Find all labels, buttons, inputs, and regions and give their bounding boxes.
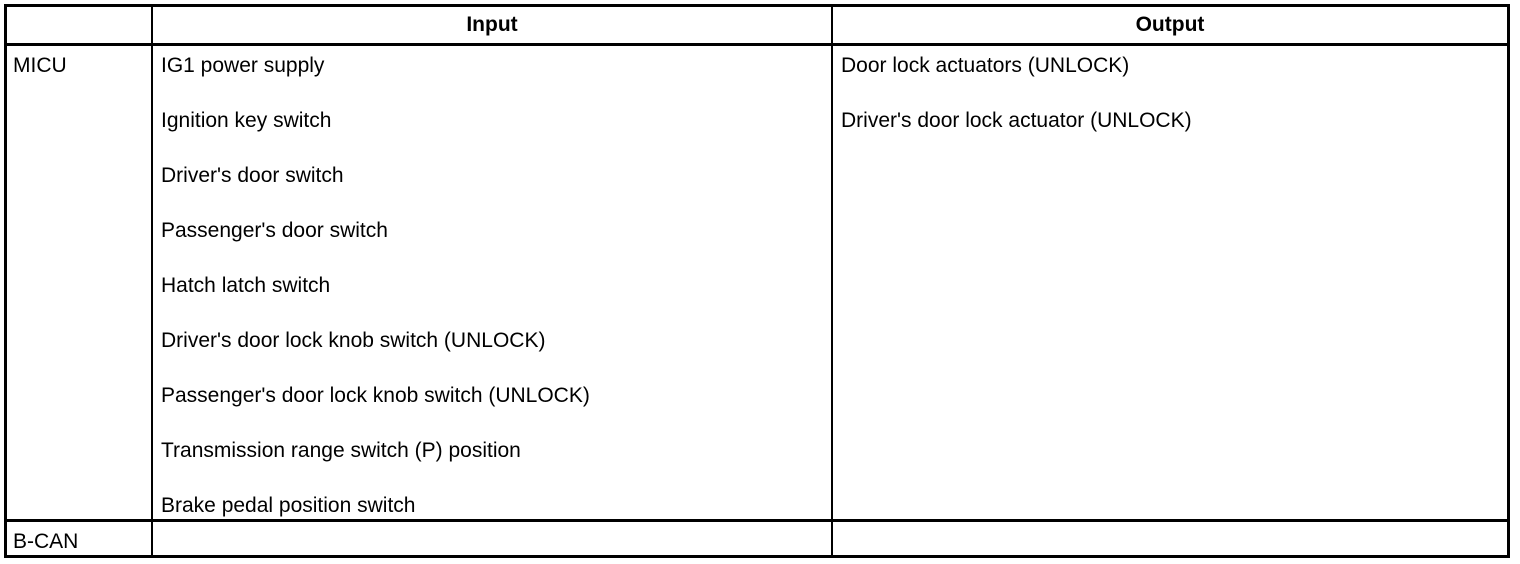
list-item: IG1 power supply — [161, 54, 325, 77]
table-body: MICU IG1 power supply Ignition key switc… — [7, 46, 1507, 555]
list-item: Passenger's door switch — [161, 219, 388, 242]
output-cell-bcan — [831, 522, 1507, 555]
table-header-row: Input Output — [7, 7, 1507, 46]
header-cell-input: Input — [151, 7, 831, 43]
input-item-list: IG1 power supply Ignition key switch Dri… — [161, 53, 831, 519]
list-item: Driver's door lock knob switch (UNLOCK) — [161, 329, 546, 352]
list-item: Hatch latch switch — [161, 274, 331, 297]
module-cell-bcan: B-CAN — [7, 522, 151, 555]
list-item: Brake pedal position switch — [161, 494, 416, 517]
input-cell-micu: IG1 power supply Ignition key switch Dri… — [151, 46, 831, 519]
list-item: Transmission range switch (P) position — [161, 439, 521, 462]
list-item: Driver's door switch — [161, 164, 344, 187]
header-cell-output: Output — [831, 7, 1507, 43]
table-row: MICU IG1 power supply Ignition key switc… — [7, 46, 1507, 522]
list-item: Driver's door lock actuator (UNLOCK) — [841, 109, 1192, 132]
list-item: Passenger's door lock knob switch (UNLOC… — [161, 384, 590, 407]
table-row: B-CAN — [7, 522, 1507, 555]
input-cell-bcan — [151, 522, 831, 555]
module-label: B-CAN — [13, 530, 79, 553]
module-cell-micu: MICU — [7, 46, 151, 519]
output-cell-micu: Door lock actuators (UNLOCK) Driver's do… — [831, 46, 1507, 519]
input-output-table: Input Output MICU IG1 power supply Ignit… — [4, 4, 1510, 558]
output-item-list: Door lock actuators (UNLOCK) Driver's do… — [841, 53, 1507, 163]
module-label: MICU — [13, 54, 67, 77]
list-item: Door lock actuators (UNLOCK) — [841, 54, 1130, 77]
list-item: Ignition key switch — [161, 109, 332, 132]
header-cell-corner — [7, 7, 151, 43]
